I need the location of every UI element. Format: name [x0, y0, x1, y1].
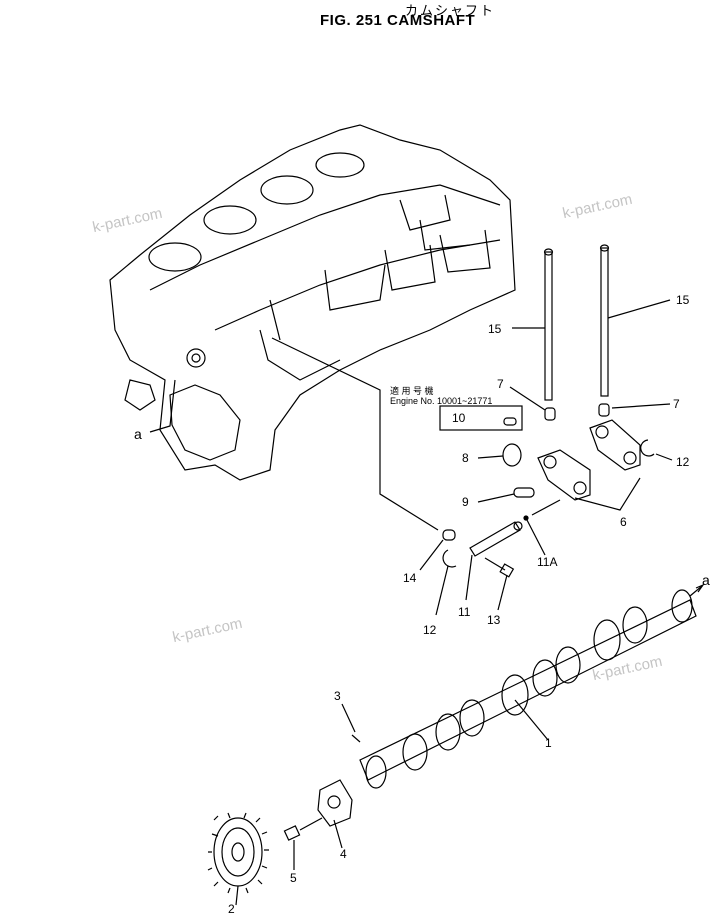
leader-line	[465, 554, 473, 601]
snap-ring	[442, 549, 457, 568]
leader-line	[526, 519, 546, 556]
leader-line	[531, 499, 561, 516]
engine-applicability-note: 適 用 号 機 Engine No. 10001~21771	[390, 386, 492, 406]
callout-4: 4	[340, 847, 347, 861]
callout-9: 9	[462, 495, 469, 509]
callout-6: 6	[620, 515, 627, 529]
cam-gear	[207, 812, 269, 894]
leader-line	[235, 885, 239, 906]
callout-15: 15	[488, 322, 502, 336]
engine-block	[109, 124, 516, 481]
small-pin	[503, 417, 517, 426]
camshaft	[359, 589, 697, 789]
bolt	[484, 557, 515, 578]
callout-a: a	[134, 426, 142, 442]
push-rod	[543, 244, 610, 401]
leader-line	[689, 585, 703, 597]
callout-12: 12	[423, 623, 437, 637]
dowel-pin	[351, 734, 361, 743]
leader-line	[611, 403, 671, 409]
bolt	[283, 817, 323, 841]
rocker-shaft	[469, 521, 523, 557]
plug	[442, 529, 456, 541]
leader-line	[333, 819, 343, 849]
callout-12: 12	[676, 455, 690, 469]
leader-line	[477, 493, 515, 503]
callout-11: 11	[458, 605, 471, 619]
engine-range-box	[439, 405, 523, 431]
callout-7: 7	[673, 397, 680, 411]
pin	[513, 487, 535, 498]
leader-line	[149, 379, 176, 433]
arrow-icon	[695, 583, 705, 593]
callout-5: 5	[290, 871, 297, 885]
leader-line	[419, 539, 444, 571]
callout-7: 7	[497, 377, 504, 391]
callout-10: 10	[452, 411, 466, 425]
callout-1: 1	[545, 736, 552, 750]
callout-14: 14	[403, 571, 417, 585]
leader-line	[477, 455, 504, 459]
callout-11a: 11A	[537, 555, 558, 569]
snap-ring	[640, 439, 655, 457]
tappet-bracket	[537, 419, 641, 501]
ball	[523, 515, 529, 521]
leader-line	[514, 699, 549, 741]
leader-line	[435, 565, 449, 616]
engine-note-japanese: 適 用 号 機	[390, 386, 434, 396]
callout-13: 13	[487, 613, 501, 627]
callout-3: 3	[334, 689, 341, 703]
callout-15: 15	[676, 293, 690, 307]
callout-a: a	[702, 572, 710, 588]
valve-cap	[544, 407, 556, 421]
roller	[502, 443, 522, 467]
leader-line	[509, 386, 546, 411]
valve-cap	[598, 403, 610, 417]
thrust-plate	[317, 779, 353, 827]
figure-title-japanese: カムシャフト	[405, 4, 496, 19]
leader-line	[341, 703, 356, 733]
leader-line	[574, 477, 641, 511]
figure-title: FIG. 251 CAMSHAFT	[320, 12, 476, 29]
engine-note-text: Engine No. 10001~21771	[390, 396, 493, 406]
leader-line	[655, 453, 673, 461]
leader-line	[607, 299, 671, 319]
callout-8: 8	[462, 451, 469, 465]
callout-2: 2	[228, 902, 235, 916]
leader-line	[497, 574, 508, 611]
leader-line	[271, 337, 439, 531]
